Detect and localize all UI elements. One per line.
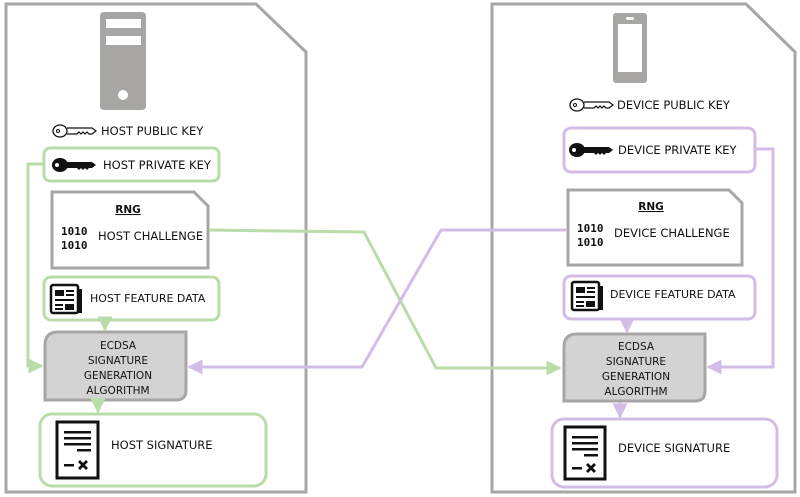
key-outline-icon — [569, 98, 614, 112]
svg-text:1010: 1010 — [61, 225, 88, 238]
server-icon — [100, 12, 146, 110]
svg-text:ECDSA: ECDSA — [618, 341, 655, 353]
device-private-key[interactable]: DEVICE PRIVATE KEY — [562, 126, 757, 174]
device-feature-data[interactable]: DEVICE FEATURE DATA — [562, 274, 757, 321]
svg-text:1010: 1010 — [577, 222, 604, 235]
signed-document-icon — [55, 420, 100, 480]
binary-icon: 1010 1010 — [61, 225, 88, 252]
device-private-key-to-algorithm-arrow — [706, 147, 775, 375]
device-panel: DEVICE PUBLIC KEY DEVICE PRIVATE KEY RNG… — [490, 2, 797, 494]
device-challenge[interactable]: RNG 1010 1010 DEVICE CHALLENGE — [566, 188, 744, 267]
host-public-key: HOST PUBLIC KEY — [52, 124, 204, 138]
svg-text:GENERATION: GENERATION — [84, 370, 152, 382]
newspaper-icon — [570, 280, 603, 312]
device-private-key-label: DEVICE PRIVATE KEY — [618, 143, 738, 157]
host-ecdsa-algorithm[interactable]: ECDSA SIGNATURE GENERATION ALGORITHM — [43, 330, 188, 402]
host-signature-label: HOST SIGNATURE — [111, 438, 213, 452]
device-rng-heading: RNG — [638, 201, 664, 213]
signed-document-icon — [563, 425, 607, 481]
svg-text:ECDSA: ECDSA — [100, 340, 137, 352]
svg-text:1010: 1010 — [577, 236, 604, 249]
device-signature-label: DEVICE SIGNATURE — [618, 441, 730, 455]
device-ecdsa-algorithm[interactable]: ECDSA SIGNATURE GENERATION ALGORITHM — [562, 332, 707, 403]
host-public-key-label: HOST PUBLIC KEY — [101, 124, 204, 138]
host-private-key-to-algorithm-arrow — [26, 162, 44, 374]
host-challenge-label: HOST CHALLENGE — [98, 229, 203, 243]
host-private-key[interactable]: HOST PRIVATE KEY — [42, 146, 221, 183]
connectors — [26, 147, 775, 419]
host-private-key-label: HOST PRIVATE KEY — [103, 158, 212, 172]
device-feature-data-label: DEVICE FEATURE DATA — [610, 288, 736, 301]
host-feature-data-label: HOST FEATURE DATA — [90, 292, 206, 305]
svg-text:SIGNATURE: SIGNATURE — [88, 355, 148, 367]
svg-text:SIGNATURE: SIGNATURE — [606, 356, 666, 368]
host-feature-data[interactable]: HOST FEATURE DATA — [42, 275, 221, 322]
device-challenge-label: DEVICE CHALLENGE — [614, 226, 730, 240]
key-solid-icon — [52, 158, 96, 172]
host-panel: HOST PUBLIC KEY HOST PRIVATE KEY RNG 101… — [4, 2, 308, 494]
svg-text:1010: 1010 — [61, 239, 88, 252]
binary-icon: 1010 1010 — [577, 222, 604, 249]
svg-text:ALGORITHM: ALGORITHM — [604, 386, 667, 398]
device-public-key: DEVICE PUBLIC KEY — [569, 98, 731, 112]
svg-text:ALGORITHM: ALGORITHM — [86, 385, 149, 397]
device-public-key-label: DEVICE PUBLIC KEY — [617, 98, 731, 112]
device-signature[interactable]: DEVICE SIGNATURE — [550, 417, 779, 489]
host-rng-heading: RNG — [115, 204, 141, 216]
device-challenge-to-host-algorithm-arrow — [187, 228, 567, 375]
host-challenge[interactable]: RNG 1010 1010 HOST CHALLENGE — [50, 190, 210, 270]
host-signature[interactable]: HOST SIGNATURE — [38, 412, 268, 488]
newspaper-icon — [49, 283, 82, 315]
key-outline-icon — [52, 124, 97, 138]
svg-text:GENERATION: GENERATION — [602, 371, 670, 383]
key-solid-icon — [569, 143, 613, 157]
smartphone-icon — [613, 13, 647, 83]
